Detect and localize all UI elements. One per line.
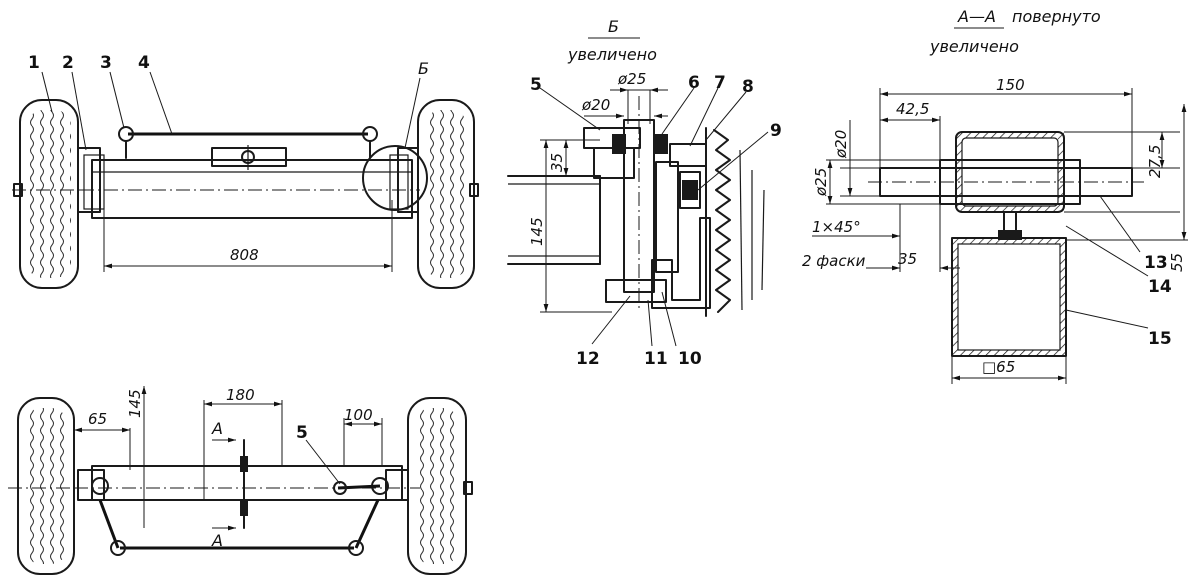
detail-dim-d20: ø20 xyxy=(581,96,610,114)
dim-65: 65 xyxy=(88,410,107,428)
section-label-14: 14 xyxy=(1148,277,1172,297)
section-dim-55: 55 xyxy=(1168,253,1186,272)
part-label-2: 2 xyxy=(62,53,74,73)
part-label-4: 4 xyxy=(138,53,150,73)
section-dim-27-5: 27,5 xyxy=(1146,145,1164,178)
section-dim-42-5: 42,5 xyxy=(896,100,929,118)
right-wheel-top xyxy=(417,99,479,289)
section-dim-35: 35 xyxy=(898,250,917,268)
detail-label-9: 9 xyxy=(770,121,782,141)
detail-label-10: 10 xyxy=(678,349,702,369)
dim-180: 180 xyxy=(226,386,255,404)
dim-145-bottom: 145 xyxy=(126,389,144,418)
detail-label-7: 7 xyxy=(714,73,726,93)
section-a-top: A xyxy=(211,419,223,438)
view-top: 1 2 3 4 Б 808 xyxy=(12,53,479,289)
section-aa-note: повернуто xyxy=(1012,7,1101,26)
section-aa-title: A—A xyxy=(957,7,996,26)
left-stub-axle xyxy=(77,147,101,213)
detail-b: Б увеличено ø25 xyxy=(507,17,782,369)
detail-dim-d25: ø25 xyxy=(617,70,646,88)
left-wheel-bottom xyxy=(8,397,84,575)
section-a-bottom: A xyxy=(211,531,223,550)
detail-label-12: 12 xyxy=(576,349,600,369)
dim-100: 100 xyxy=(344,406,373,424)
part-label-3: 3 xyxy=(100,53,112,73)
detail-label-11: 11 xyxy=(644,349,668,369)
detail-label-8: 8 xyxy=(742,77,754,97)
detail-label-5: 5 xyxy=(530,75,542,95)
section-aa-subtitle: увеличено xyxy=(929,37,1019,56)
section-label-15: 15 xyxy=(1148,329,1172,349)
section-dim-150: 150 xyxy=(996,76,1025,94)
detail-b-circle xyxy=(362,145,428,211)
section-dim-sq65: □65 xyxy=(982,358,1015,376)
detail-b-subtitle: увеличено xyxy=(567,45,657,64)
detail-callout-label: Б xyxy=(418,59,429,78)
section-chamfer-note: 2 фаски xyxy=(802,252,866,270)
axle-beam-top xyxy=(80,145,420,219)
detail-dim-35: 35 xyxy=(548,153,566,172)
right-wheel-bottom xyxy=(407,397,473,575)
part-label-5-bottom: 5 xyxy=(296,423,308,443)
section-dim-d20: ø20 xyxy=(832,130,850,159)
part-label-1: 1 xyxy=(28,53,40,73)
detail-b-title: Б xyxy=(608,17,619,36)
section-dim-d25: ø25 xyxy=(812,168,830,197)
tie-rod-top xyxy=(118,126,378,159)
detail-label-6: 6 xyxy=(688,73,700,93)
section-label-13: 13 xyxy=(1144,253,1168,273)
dim-track-808: 808 xyxy=(230,246,259,264)
left-wheel-top xyxy=(12,99,88,289)
tie-rod-bottom xyxy=(98,481,381,556)
section-dim-chamfer: 1×45° xyxy=(812,218,861,236)
section-aa: A—A повернуто увеличено 150 42,5 ø20 xyxy=(802,7,1188,384)
view-bottom: A A 5 65 145 180 100 xyxy=(8,386,473,575)
detail-dim-145: 145 xyxy=(528,217,546,246)
